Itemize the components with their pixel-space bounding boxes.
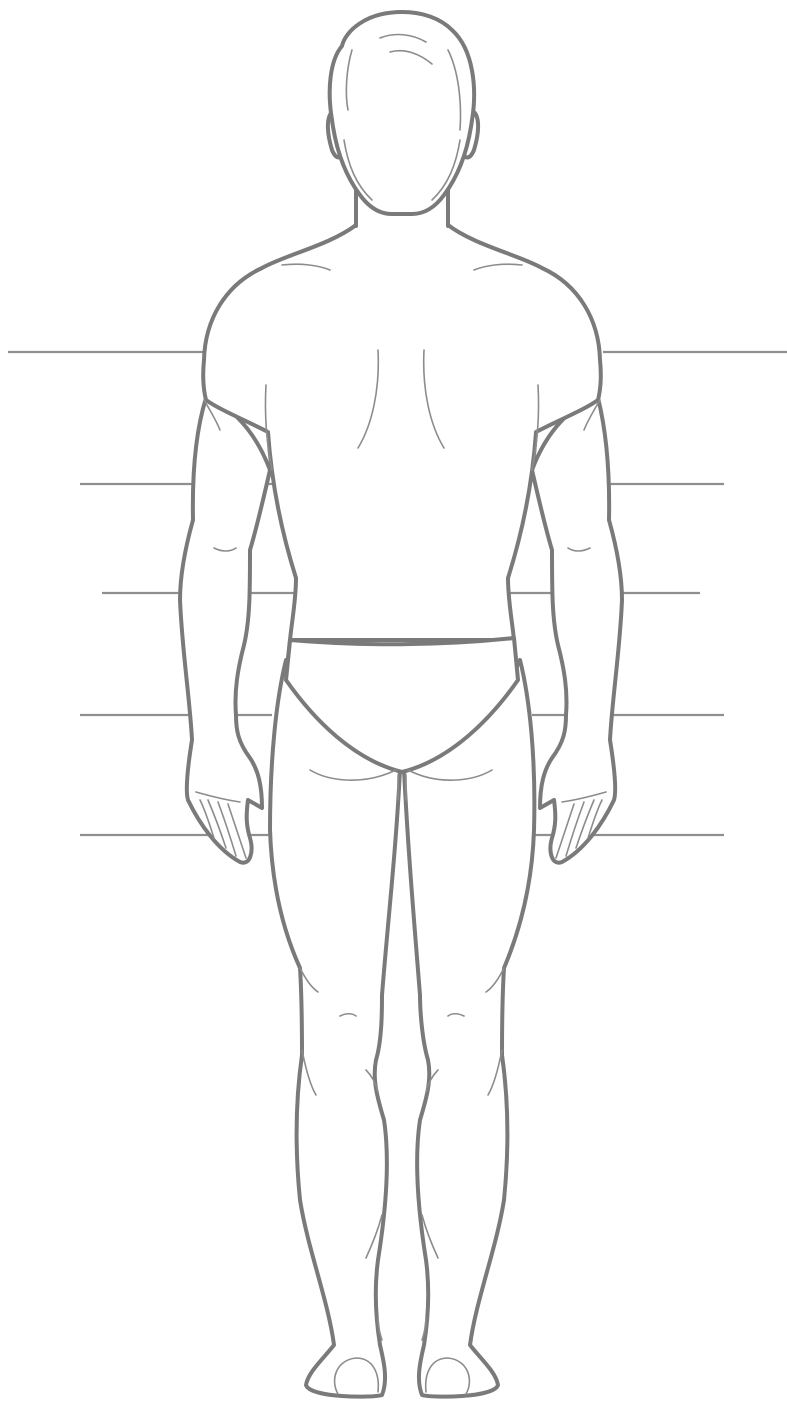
torso <box>203 205 601 640</box>
left-leg <box>270 660 400 1397</box>
left-arm <box>180 398 270 863</box>
right-leg <box>404 660 534 1397</box>
right-arm <box>532 398 622 863</box>
head <box>330 12 474 214</box>
